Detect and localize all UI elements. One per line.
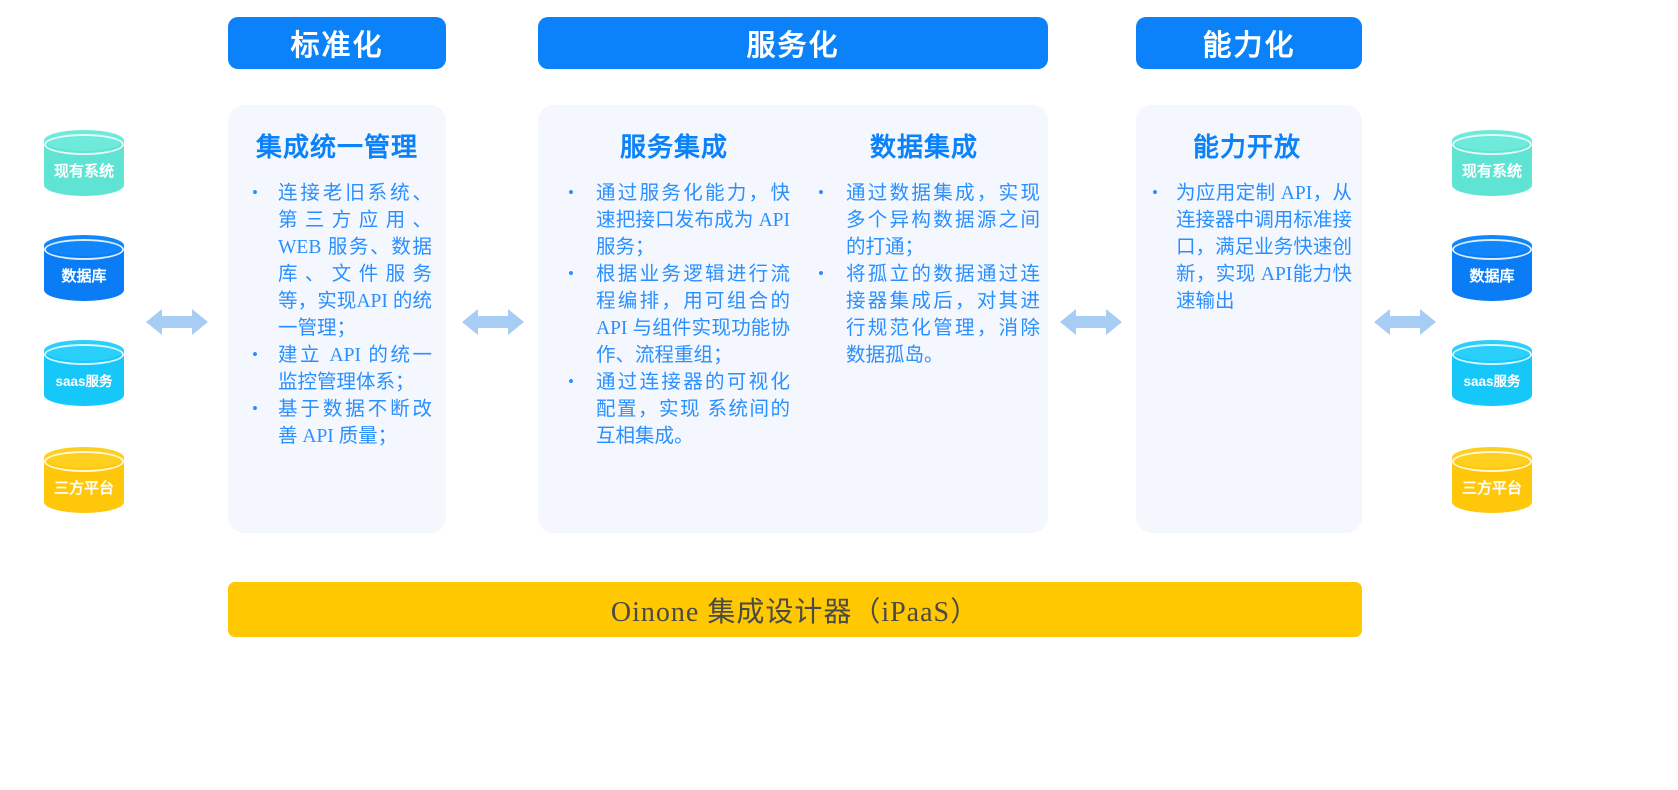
source-cylinder-label: saas服务 (1463, 374, 1521, 389)
cylinder-lip (44, 239, 124, 260)
source-cylinder-label: 数据库 (61, 268, 107, 285)
column-capability-opening: 能力开放 为应用定制 API，从连接器中调用标准接口，满足业务快速创新，实现 A… (1136, 105, 1362, 533)
cylinder-lip (1452, 344, 1532, 365)
source-cylinder-label: 现有系统 (53, 163, 114, 180)
bullet-list: 通过数据集成，实现多个异构数据源之间的打通； 将孤立的数据通过连接器集成后，对其… (808, 179, 1040, 369)
source-cylinder-label: 三方平台 (1461, 480, 1522, 497)
list-item: 通过数据集成，实现多个异构数据源之间的打通； (808, 179, 1040, 261)
stage-header-label: 能力化 (1202, 30, 1296, 62)
column-title: 服务集成 (619, 132, 728, 162)
stage-header-label: 服务化 (746, 30, 840, 62)
bullet-list: 连接老旧系统、第三方应用、WEB 服务、数据库、文件服务等，实现API 的统一管… (242, 179, 432, 450)
source-cylinder-third-party-left[interactable]: 三方平台 (44, 447, 124, 519)
bullet-list: 通过服务化能力，快速把接口发布成为 API 服务； 根据业务逻辑进行流程编排，用… (558, 179, 790, 450)
list-item: 通过服务化能力，快速把接口发布成为 API 服务； (558, 179, 790, 261)
arrow-sources-to-standardization-icon (146, 303, 208, 341)
platform-footer-label: Oinone 集成设计器（iPaaS） (610, 596, 980, 628)
source-cylinder-database-left[interactable]: 数据库 (44, 235, 124, 307)
column-title: 能力开放 (1192, 132, 1301, 162)
source-cylinder-label: 数据库 (1469, 268, 1515, 285)
cylinder-lip (44, 451, 124, 472)
stage-header-standardization[interactable]: 标准化 (228, 17, 446, 69)
list-item: 为应用定制 API，从连接器中调用标准接口，满足业务快速创新，实现 API能力快… (1142, 179, 1352, 315)
cylinder-lip (1452, 134, 1532, 155)
list-item: 通过连接器的可视化配置，实现 系统间的互相集成。 (558, 368, 790, 450)
source-cylinder-label: 现有系统 (1461, 163, 1522, 180)
column-title: 数据集成 (869, 132, 978, 162)
source-cylinder-existing-system-left[interactable]: 现有系统 (44, 130, 124, 202)
list-item: 建立 API 的统一监控管理体系； (242, 341, 432, 396)
source-cylinder-saas-right[interactable]: saas服务 (1452, 340, 1532, 412)
arrow-service-to-capability-icon (1060, 303, 1122, 341)
cylinder-lip (1452, 239, 1532, 260)
column-service-integration: 服务集成 通过服务化能力，快速把接口发布成为 API 服务； 根据业务逻辑进行流… (548, 105, 798, 533)
stage-header-label: 标准化 (290, 30, 384, 62)
source-cylinder-database-right[interactable]: 数据库 (1452, 235, 1532, 307)
source-cylinder-label: 三方平台 (53, 480, 114, 497)
stage-header-servicization[interactable]: 服务化 (538, 17, 1048, 69)
panel-capability: 能力开放 为应用定制 API，从连接器中调用标准接口，满足业务快速创新，实现 A… (1136, 105, 1362, 533)
arrow-capability-to-consumers-icon (1374, 303, 1436, 341)
column-integrated-unified-management: 集成统一管理 连接老旧系统、第三方应用、WEB 服务、数据库、文件服务等，实现A… (228, 105, 446, 533)
column-data-integration: 数据集成 通过数据集成，实现多个异构数据源之间的打通； 将孤立的数据通过连接器集… (800, 105, 1048, 533)
list-item: 连接老旧系统、第三方应用、WEB 服务、数据库、文件服务等，实现API 的统一管… (242, 179, 432, 342)
arrow-standardization-to-service-icon (462, 303, 524, 341)
cylinder-lip (44, 134, 124, 155)
panel-standardization: 集成统一管理 连接老旧系统、第三方应用、WEB 服务、数据库、文件服务等，实现A… (228, 105, 446, 533)
list-item: 基于数据不断改善 API 质量； (242, 395, 432, 450)
panel-servicization: 服务集成 通过服务化能力，快速把接口发布成为 API 服务； 根据业务逻辑进行流… (538, 105, 1048, 533)
cylinder-lip (44, 344, 124, 365)
source-cylinder-third-party-right[interactable]: 三方平台 (1452, 447, 1532, 519)
source-cylinder-label: saas服务 (55, 374, 113, 389)
source-cylinder-saas-left[interactable]: saas服务 (44, 340, 124, 412)
stage-header-capability[interactable]: 能力化 (1136, 17, 1362, 69)
list-item: 根据业务逻辑进行流程编排，用可组合的 API 与组件实现功能协作、流程重组； (558, 260, 790, 369)
platform-footer-bar[interactable]: Oinone 集成设计器（iPaaS） (228, 582, 1362, 637)
cylinder-lip (1452, 451, 1532, 472)
source-cylinder-existing-system-right[interactable]: 现有系统 (1452, 130, 1532, 202)
column-title: 集成统一管理 (255, 132, 418, 162)
bullet-list: 为应用定制 API，从连接器中调用标准接口，满足业务快速创新，实现 API能力快… (1142, 179, 1352, 315)
list-item: 将孤立的数据通过连接器集成后，对其进行规范化管理，消除数据孤岛。 (808, 260, 1040, 369)
